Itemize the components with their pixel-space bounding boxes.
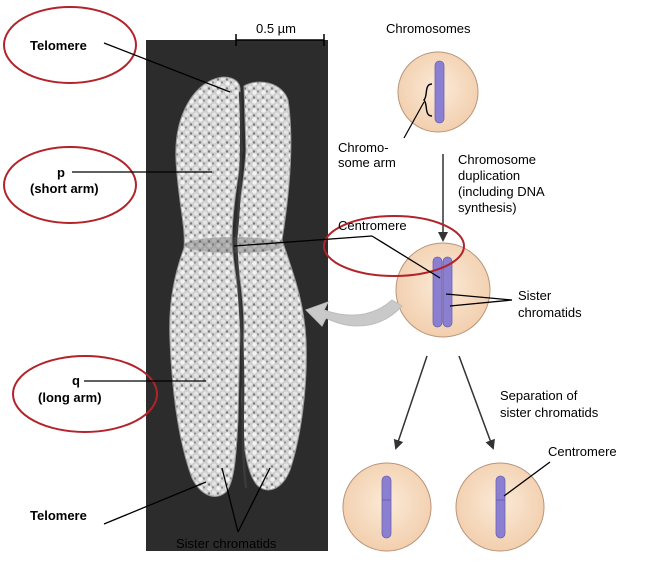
separation-label-line2: sister chromatids [500, 405, 599, 420]
duplication-label-line3: (including DNA [458, 184, 545, 199]
centromere-bottom-leader [503, 461, 551, 497]
sister-chromatids-right-leader-2 [449, 299, 513, 307]
q-arm-letter: q [72, 373, 80, 388]
scale-bar [235, 34, 325, 46]
separation-arrow-right [458, 355, 495, 450]
curved-pointer-arrow [305, 299, 403, 327]
sister-chromatids-bottom-label: Sister chromatids [176, 536, 277, 551]
telomere-top-highlight [3, 6, 137, 84]
chromosome-arm-label-line1: Chromo- [338, 140, 389, 155]
centromere-leader-schematic [371, 235, 441, 279]
daughter-chromosome-left [381, 475, 392, 539]
sister-chromatids-right-label-line2: chromatids [518, 305, 582, 320]
telomere-top-label: Telomere [30, 38, 87, 53]
centromere-leader-micrograph [233, 235, 373, 247]
telomere-bottom-label: Telomere [30, 508, 87, 523]
sister-chromatids-right-leader-1 [445, 293, 513, 301]
sister-chromatids-leader-right [237, 467, 271, 533]
chromosomes-label: Chromosomes [386, 21, 471, 36]
separation-label-line1: Separation of [500, 388, 578, 403]
chromosome-arm-leader [403, 101, 425, 139]
q-arm-highlight [12, 355, 158, 433]
sister-chromatid-right [442, 256, 453, 328]
duplication-label-line2: duplication [458, 168, 520, 183]
chromosome-arm-label-line2: some arm [338, 155, 396, 170]
sister-chromatids-leader-left [221, 467, 239, 533]
separation-arrow-left [393, 355, 428, 450]
p-arm-description: (short arm) [30, 181, 99, 196]
left-chromatid [169, 76, 243, 497]
daughter-chromosome-right [495, 475, 506, 539]
chromosome-arm-bracket [423, 83, 433, 117]
duplication-label-line4: synthesis) [458, 200, 517, 215]
duplication-label-line1: Chromosome [458, 152, 536, 167]
centromere-top-label: Centromere [338, 218, 407, 233]
q-arm-description: (long arm) [38, 390, 102, 405]
chromosome-unduplicated [434, 60, 445, 124]
chromatid-groove [234, 91, 248, 489]
centromere-bottom-label: Centromere [548, 444, 617, 459]
telomere-bottom-leader [103, 481, 207, 525]
p-arm-letter: p [57, 165, 65, 180]
micrograph [146, 40, 328, 551]
centromere-top-highlight [323, 215, 465, 277]
scale-bar-label: 0.5 µm [256, 21, 296, 36]
telomere-top-leader [103, 42, 231, 93]
centromere-constriction [184, 237, 284, 253]
sister-chromatids-right-label-line1: Sister [518, 288, 552, 303]
p-arm-highlight [3, 146, 137, 224]
